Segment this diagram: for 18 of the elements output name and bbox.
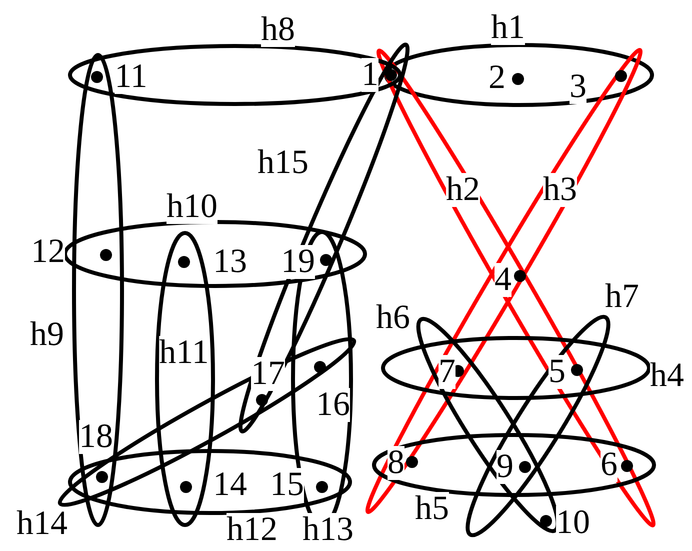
hyperedge-label: h2	[446, 173, 480, 207]
vertex-label: 7	[438, 355, 456, 389]
vertex-label: 1	[362, 58, 378, 92]
hyperedge-label: h8	[261, 13, 295, 47]
vertex-label: 17	[251, 357, 285, 391]
vertex-label: 19	[281, 245, 315, 279]
vertex-label: 9	[496, 450, 514, 484]
vertex-label: 8	[388, 446, 404, 480]
vertex-label: 18	[79, 420, 113, 454]
hyperedge-label: h3	[543, 173, 577, 207]
vertex-label: 15	[270, 468, 304, 502]
vertex-label: 16	[316, 388, 350, 422]
hyperedge-label: h10	[166, 190, 218, 224]
hyperedge-label: h1	[491, 11, 525, 45]
hyperedge-label: h11	[159, 336, 209, 370]
vertex-label: 4	[494, 263, 512, 297]
vertex-label: 5	[548, 355, 566, 389]
vertex-label: 6	[600, 448, 618, 482]
